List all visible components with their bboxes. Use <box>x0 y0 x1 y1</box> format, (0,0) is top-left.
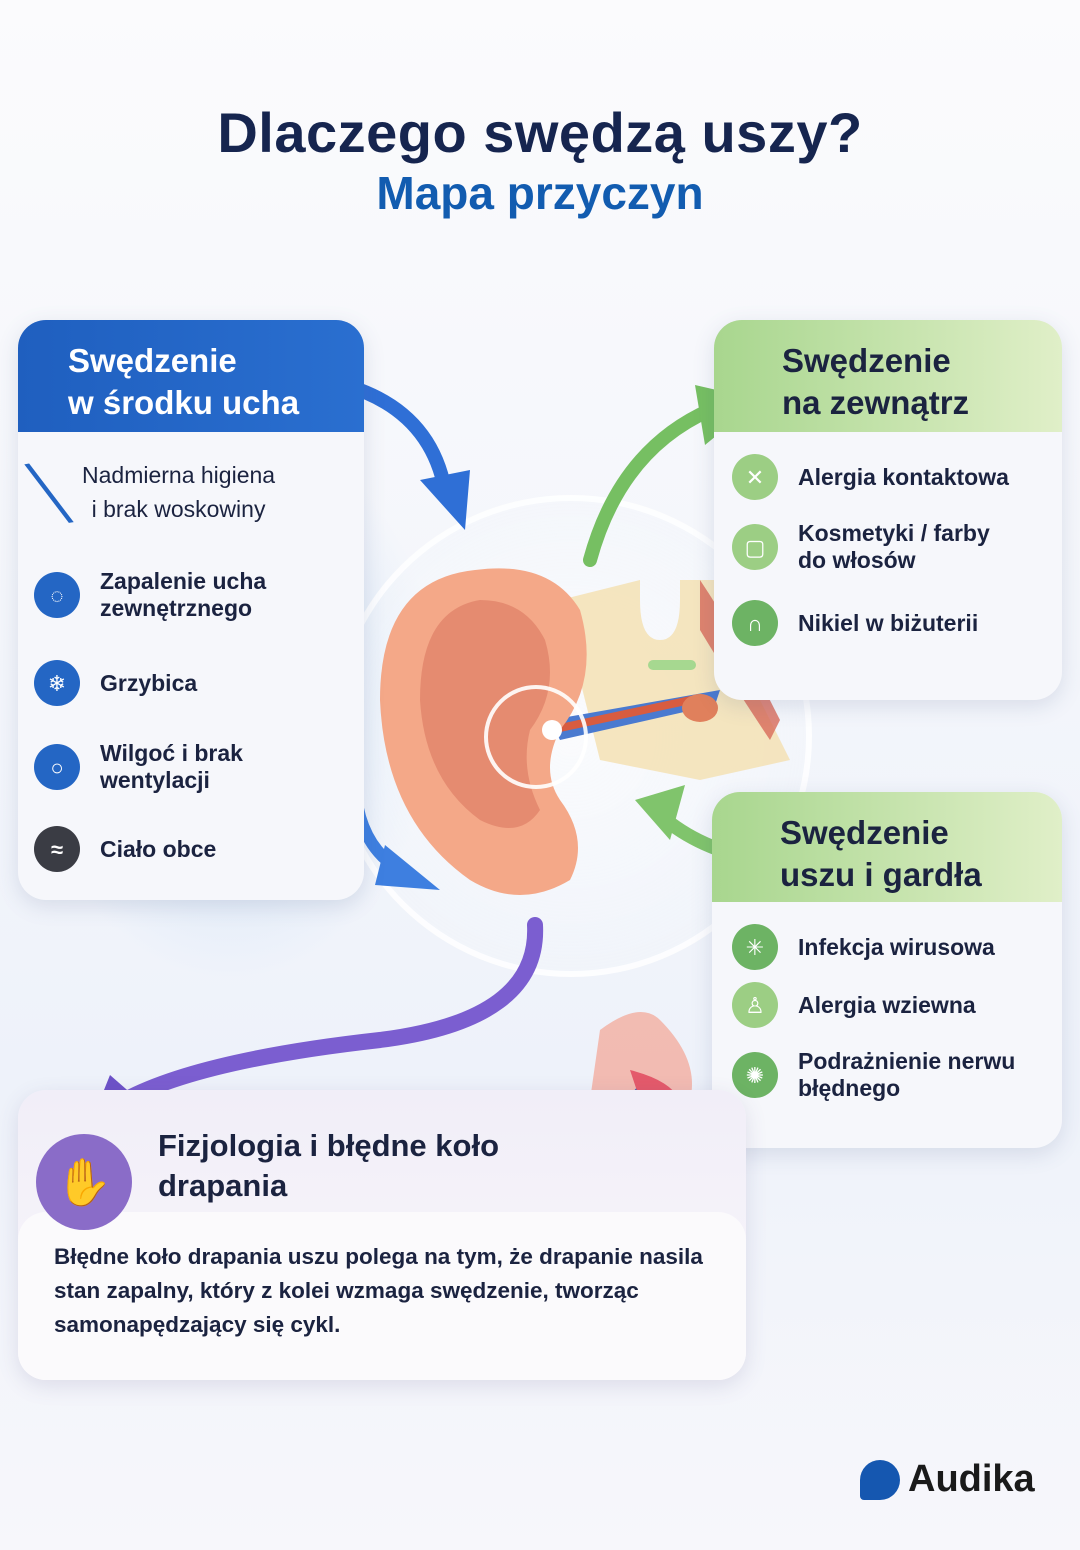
item-label-line1: Nadmierna higiena <box>82 462 276 488</box>
page-title: Dlaczego swędzą uszy? <box>217 101 863 164</box>
card-physiology-description: Błędne koło drapania uszu polega na tym,… <box>54 1244 703 1337</box>
earring-icon: ∩ <box>732 600 778 646</box>
inhalant-allergy-icon: ♙ <box>732 982 778 1028</box>
list-item-inhalant-allergy: ♙ Alergia wziewna <box>732 982 976 1028</box>
list-item-viral-infection: ✳ Infekcja wirusowa <box>732 924 995 970</box>
brand-name: Audika <box>908 1458 1035 1500</box>
item-label-line1: Kosmetyki / farby <box>798 520 990 546</box>
list-item-fungus: ❄ Grzybica <box>34 660 197 706</box>
list-item-nickel: ∩ Nikiel w biżuterii <box>732 600 978 646</box>
item-label-line2: błędnego <box>798 1075 901 1101</box>
item-label: Nikiel w biżuterii <box>798 609 979 636</box>
item-label-line2: do włosów <box>798 547 916 573</box>
foreign-body-icon: ≈ <box>34 826 80 872</box>
list-item-foreign-body: ≈ Ciało obce <box>34 826 216 872</box>
item-label-line2: zewnętrznego <box>100 595 253 621</box>
item-label-line1: Podrażnienie nerwu <box>798 1048 1016 1074</box>
audika-logo: Audika <box>860 1458 1035 1501</box>
moisture-icon: ○ <box>34 744 80 790</box>
card-title-line1: Swędzenie <box>780 814 949 851</box>
card-title-line2: uszu i gardła <box>780 856 982 893</box>
fungus-icon: ❄ <box>34 660 80 706</box>
card-title-line1: Swędzenie <box>782 342 951 379</box>
page-subtitle: Mapa przyczyn <box>376 167 704 219</box>
scratching-hand-icon: ✋ <box>36 1134 132 1230</box>
card-physiology-title: Fizjologia i błędne koło drapania <box>158 1126 558 1206</box>
item-label: Alergia kontaktowa <box>798 463 1009 490</box>
cosmetics-bottle-icon: ▢ <box>732 524 778 570</box>
item-label-line1: Wilgoć i brak <box>100 740 243 766</box>
virus-icon: ✳ <box>732 924 778 970</box>
card-outer-ear-itch: Swędzenie na zewnątrz ✕ Alergia kontakto… <box>714 320 1062 700</box>
card-physiology-body <box>18 1212 746 1380</box>
list-item-hygiene: ╲ Nadmierna higiena i brak woskowiny <box>26 458 276 527</box>
speech-bubble-logo-icon <box>860 1459 900 1500</box>
card-title-line2: w środku ucha <box>68 384 300 421</box>
item-label: Alergia wziewna <box>798 991 976 1018</box>
card-inner-ear-itch: Swędzenie w środku ucha ╲ Nadmierna higi… <box>18 320 364 900</box>
item-label-line2: wentylacji <box>100 767 210 793</box>
item-label-line2: i brak woskowiny <box>91 496 266 522</box>
card-title-line2: na zewnątrz <box>782 384 970 421</box>
item-label-line1: Zapalenie ucha <box>100 568 267 594</box>
card-ear-throat-header: Swędzenie uszu i gardła <box>712 792 1062 902</box>
card-title-line1: Fizjologia i błędne koło <box>158 1128 500 1163</box>
card-outer-header: Swędzenie na zewnątrz <box>714 320 1062 432</box>
item-label: Grzybica <box>100 669 198 696</box>
list-item-contact-allergy: ✕ Alergia kontaktowa <box>732 454 1009 500</box>
card-title-line2: drapania <box>158 1168 288 1203</box>
contact-allergy-icon: ✕ <box>732 454 778 500</box>
card-inner-ear-header: Swędzenie w środku ucha <box>18 320 364 432</box>
item-label: Ciało obce <box>100 835 217 862</box>
card-physiology-scratch-cycle: ✋ Fizjologia i błędne koło drapania Błęd… <box>18 1090 746 1380</box>
card-ear-throat-itch: Swędzenie uszu i gardła ✳ Infekcja wirus… <box>712 792 1062 1148</box>
item-label: Infekcja wirusowa <box>798 933 995 960</box>
nerve-icon: ✺ <box>732 1052 778 1098</box>
cotton-swab-icon: ╲ <box>26 458 71 527</box>
card-title-line1: Swędzenie <box>68 342 237 379</box>
inflammation-icon: ◌ <box>34 572 80 618</box>
